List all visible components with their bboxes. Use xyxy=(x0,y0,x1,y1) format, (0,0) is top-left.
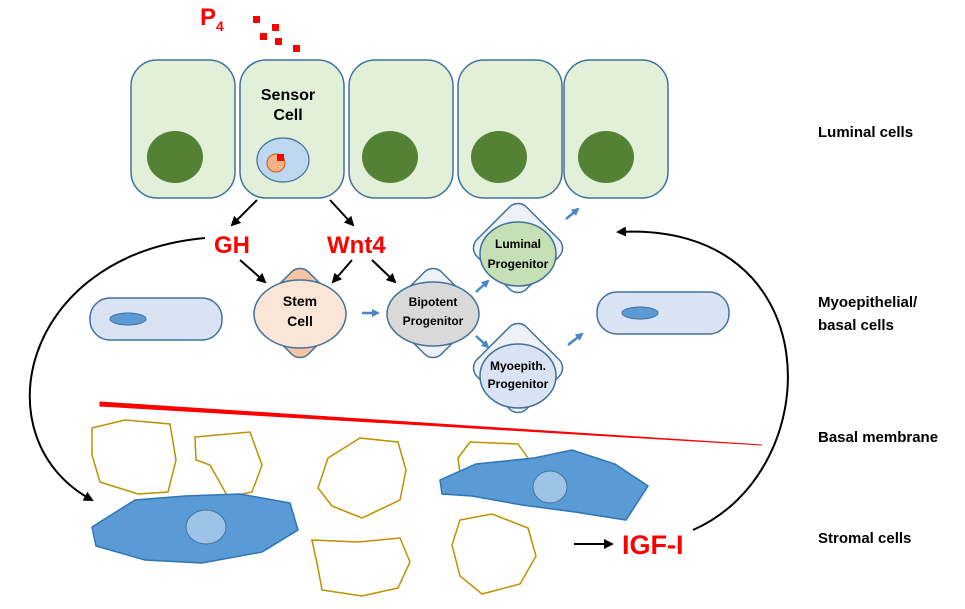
arrow-wnt4-to-bipotent xyxy=(371,259,397,284)
fibroblast-outline xyxy=(317,437,407,519)
side-label-myo-2: basal cells xyxy=(818,317,894,334)
sensor-label-2: Cell xyxy=(273,107,302,124)
arrow-sensor-to-gh xyxy=(230,199,258,227)
luminal-cells-row xyxy=(130,59,669,199)
myoepith-label-1: Myoepith. xyxy=(490,359,546,373)
bipotent-label-1: Bipotent xyxy=(409,295,458,309)
stromal-nucleus xyxy=(532,470,568,504)
basal-nucleus xyxy=(621,306,659,320)
arrow-sensor-to-wnt4 xyxy=(329,199,355,227)
luminal-progenitor-label-2: Progenitor xyxy=(488,257,549,271)
luminal-nucleus xyxy=(147,131,203,183)
igf-label: IGF-I xyxy=(622,530,684,560)
basal-cell-right xyxy=(596,291,730,335)
gh-label: GH xyxy=(214,232,250,259)
luminal-nucleus xyxy=(362,131,418,183)
luminal-nucleus xyxy=(471,131,527,183)
luminal-progenitor xyxy=(472,202,564,294)
arrow-gh-to-stromal xyxy=(28,237,206,501)
fibroblast-outline xyxy=(194,431,263,498)
basal-cell-left xyxy=(89,297,223,341)
basal-membrane xyxy=(99,401,763,446)
fibroblast-outline xyxy=(451,513,537,595)
arrow-wnt4-to-stem xyxy=(331,259,353,284)
side-label-myo-1: Myoepithelial/ xyxy=(818,294,918,311)
bipotent-label-2: Progenitor xyxy=(403,314,464,328)
hormone-label: P4 xyxy=(200,4,224,34)
stem-cell xyxy=(253,267,347,359)
stem-label-1: Stem xyxy=(283,293,317,309)
sensor-label-1: Sensor xyxy=(261,87,315,104)
bound-hormone-icon xyxy=(277,154,284,161)
fibroblast-outline xyxy=(311,537,411,597)
luminal-progenitor-label-1: Luminal xyxy=(495,237,541,251)
side-label-basal: Basal membrane xyxy=(818,429,938,446)
fibroblast-outline xyxy=(91,419,177,495)
arrow-bipotent-to-myoepith xyxy=(475,335,490,349)
myoepith-label-2: Progenitor xyxy=(488,377,549,391)
bipotent-progenitor xyxy=(386,267,480,359)
stem-label-2: Cell xyxy=(287,313,313,329)
side-label-stromal: Stromal cells xyxy=(818,530,911,547)
arrow-bipotent-to-luminal xyxy=(475,279,490,293)
differentiation-arrows xyxy=(362,207,584,349)
arrow-myoepith-to-basal xyxy=(567,332,584,346)
wnt4-label: Wnt4 xyxy=(327,232,386,259)
arrow-luminal-to-luminal-cells xyxy=(565,207,580,220)
myoepith-progenitor xyxy=(472,322,564,414)
arrow-gh-to-stem xyxy=(239,259,267,284)
luminal-nucleus xyxy=(578,131,634,183)
stromal-outlines xyxy=(91,419,537,597)
side-label-luminal: Luminal cells xyxy=(818,124,913,141)
stromal-nucleus xyxy=(185,509,227,545)
arrow-igf-to-luminal xyxy=(616,226,789,531)
basal-nucleus xyxy=(109,312,147,326)
